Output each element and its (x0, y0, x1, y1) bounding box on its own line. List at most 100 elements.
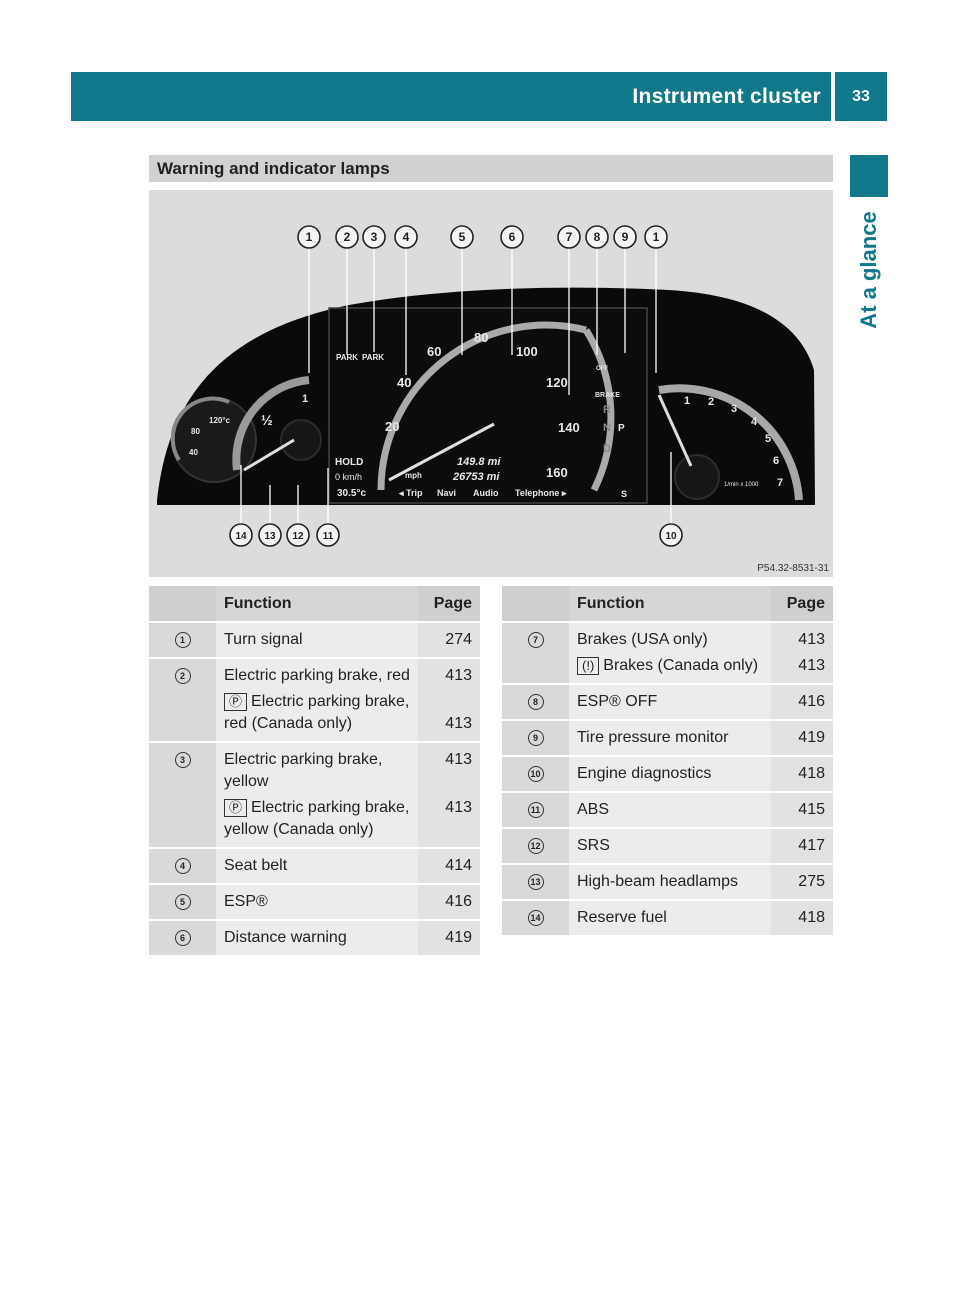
kmh-readout: 0 km/h (335, 472, 362, 482)
callout-circle (585, 225, 609, 249)
page-ref: 413 (445, 751, 472, 768)
function-label: Engine diagnostics (577, 765, 712, 782)
page-ref: 413 (445, 667, 472, 684)
function-text: ABS (577, 799, 763, 821)
rpm-7: 7 (777, 477, 783, 489)
callout-top-8: 8 (594, 230, 601, 244)
callout-top-6: 6 (509, 230, 516, 244)
header-title: Instrument cluster (632, 85, 821, 108)
callout-circle (335, 225, 359, 249)
mph-label: mph (405, 471, 422, 480)
function-label: Electric parking brake, yellow (Canada o… (224, 799, 410, 838)
function-text: Distance warning (224, 927, 410, 949)
temp-120-label: 120°c (209, 416, 231, 425)
menu-audio: Audio (473, 488, 499, 498)
page-ref: 416 (798, 693, 825, 710)
page-ref: 413 (798, 657, 825, 674)
function-text: Electric parking brake, yellow (224, 749, 410, 793)
callout-bottom-4: 11 (323, 531, 334, 542)
lamp-symbol-icon: Ⓟ (224, 799, 248, 817)
function-label: Brakes (USA only) (577, 631, 708, 648)
item-number: 1 (174, 631, 191, 648)
callout-top-9: 9 (622, 230, 629, 244)
function-label: SRS (577, 837, 610, 854)
lamp-symbol-icon: (!) (577, 657, 600, 675)
lamp-symbol-icon: Ⓟ (224, 693, 248, 711)
page-ref: 275 (798, 873, 825, 890)
page-header: Page (418, 586, 480, 622)
section-title: Warning and indicator lamps (149, 155, 833, 182)
page-header: Page (771, 586, 833, 622)
speed-40-label: 40 (397, 375, 411, 390)
function-label: High-beam headlamps (577, 873, 738, 890)
page-ref: 274 (445, 631, 472, 648)
function-text: (!)Brakes (Canada only) (577, 655, 763, 677)
function-text: Tire pressure monitor (577, 727, 763, 749)
side-label: At a glance (856, 211, 881, 329)
brake-label: BRAKE (595, 392, 620, 399)
table-row: 8 ESP® OFF 416 (502, 683, 833, 720)
table-row: 6 Distance warning 419 (149, 919, 480, 955)
callout-top-1: 1 (306, 230, 313, 244)
callout-circle (659, 523, 683, 547)
page-ref: 413 (445, 799, 472, 816)
callout-top-3: 3 (371, 230, 378, 244)
item-number: 10 (527, 765, 544, 782)
callout-circle (286, 523, 310, 547)
callout-circle (450, 225, 474, 249)
item-number: 5 (174, 893, 191, 910)
page-ref: 419 (445, 929, 472, 946)
page-ref: 418 (798, 909, 825, 926)
s-mode: S (621, 489, 627, 499)
function-text: Reserve fuel (577, 907, 763, 929)
callout-top-5: 5 (459, 230, 466, 244)
function-header: Function (569, 586, 771, 622)
callout-circle (557, 225, 581, 249)
fuel-full-label: 1 (302, 393, 308, 405)
function-text: Brakes (USA only) (577, 629, 763, 651)
item-number: 7 (527, 631, 544, 648)
callout-bottom-2: 13 (264, 531, 276, 542)
page-ref: 418 (798, 765, 825, 782)
gear-r: R (603, 404, 611, 416)
function-label: ESP® OFF (577, 693, 658, 710)
page-ref: 416 (445, 893, 472, 910)
item-number: 9 (527, 729, 544, 746)
item-number: 8 (527, 693, 544, 710)
gear-p: P (618, 423, 625, 434)
page-ref: 413 (798, 631, 825, 648)
page-ref: 414 (445, 857, 472, 874)
function-text: Electric parking brake, red (224, 665, 410, 687)
rpm-6: 6 (773, 455, 779, 467)
function-table-right: Function Page 7 Brakes (USA only) (!)Brake… (502, 586, 833, 935)
item-number: 6 (174, 929, 191, 946)
rpm-2: 2 (708, 396, 714, 408)
function-label: ABS (577, 801, 610, 818)
function-text: High-beam headlamps (577, 871, 763, 893)
menu-trip: ◂ Trip (398, 488, 423, 498)
temp-40-label: 40 (189, 448, 198, 457)
menu-telephone: Telephone ▸ (515, 488, 567, 498)
trip-readout: 149.8 mi (457, 456, 501, 468)
function-text: ESP® (224, 891, 410, 913)
park-label-2: PARK (362, 353, 384, 362)
function-label: Seat belt (224, 857, 288, 874)
fuel-half-label: ½ (261, 412, 273, 428)
item-number: 3 (174, 751, 191, 768)
hold-label: HOLD (335, 457, 363, 468)
page-ref: 417 (798, 837, 825, 854)
function-text: Turn signal (224, 629, 410, 651)
callout-bottom-3: 12 (292, 531, 304, 542)
rpm-5: 5 (765, 433, 771, 445)
function-label: Electric parking brake, red (Canada only… (224, 693, 410, 732)
table-row: 1 Turn signal 274 (149, 621, 480, 658)
callout-top-10: 1 (653, 230, 660, 244)
